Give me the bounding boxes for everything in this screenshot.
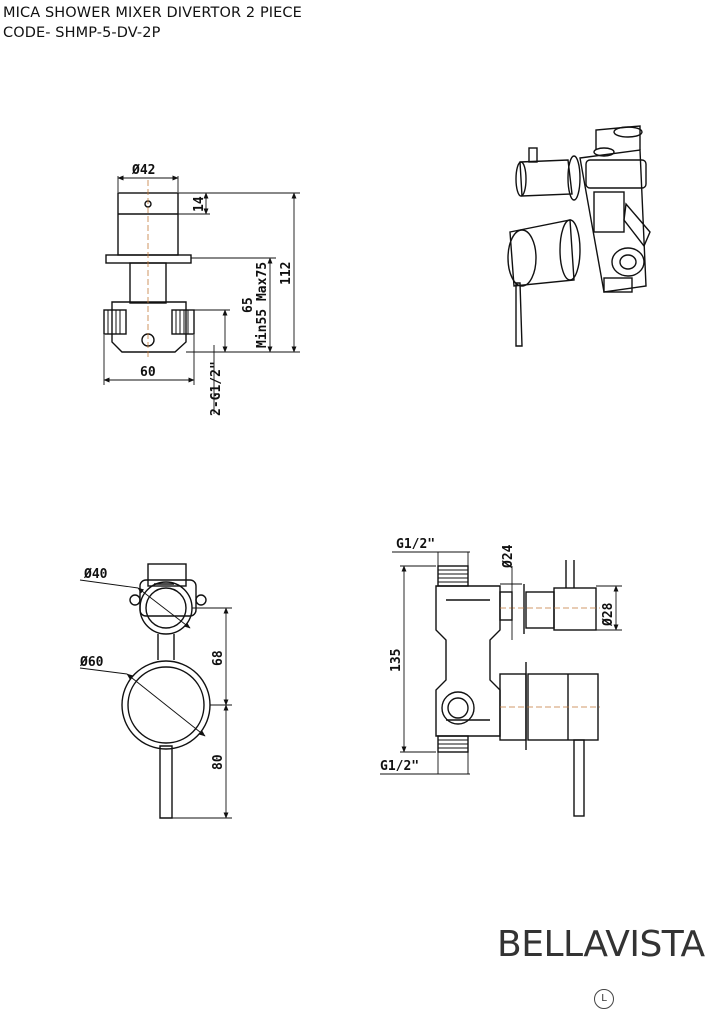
dim-68: 68	[211, 650, 226, 666]
side-valve-body	[111, 301, 187, 353]
dim-80: 80	[211, 754, 226, 770]
dim-65: 65	[241, 297, 256, 313]
profile-thread-top	[437, 565, 469, 587]
dim-14: 14	[192, 196, 207, 212]
product-code: CODE- SHMP-5-DV-2P	[3, 25, 161, 41]
dim-min-max: Min55 Max75	[255, 262, 270, 348]
profile-diverter-knob	[553, 587, 597, 631]
dim-dia-24: Ø24	[501, 544, 516, 569]
brand-mark-icon: L	[594, 989, 614, 1009]
front-upper-bracket	[147, 563, 187, 587]
front-view	[79, 563, 232, 819]
dim-thread-bottom: G1/2"	[380, 759, 419, 774]
side-view	[103, 175, 300, 414]
profile-view	[380, 551, 622, 817]
dim-thread-side: 2-G1/2"	[209, 361, 224, 416]
dim-60: 60	[140, 365, 156, 380]
dim-dia-60: Ø60	[79, 655, 104, 670]
front-lever	[159, 745, 173, 819]
dim-112: 112	[279, 262, 294, 285]
dim-dia-28: Ø28	[601, 602, 616, 627]
dim-135: 135	[389, 649, 404, 672]
brand-logo: BELLAVISTA	[497, 924, 705, 965]
iso-diverter-knob	[519, 159, 573, 197]
iso-mixer-handle	[509, 219, 575, 287]
profile-lever	[573, 739, 585, 817]
title-block: MICA SHOWER MIXER DIVERTOR 2 PIECE CODE-…	[3, 3, 302, 43]
document-title: MICA SHOWER MIXER DIVERTOR 2 PIECE	[3, 5, 302, 21]
isometric-view	[507, 125, 651, 347]
dim-dia-40: Ø40	[83, 567, 108, 582]
dim-dia-42: Ø42	[131, 163, 155, 178]
side-cover-plate	[105, 254, 192, 264]
dim-thread-top: G1/2"	[396, 537, 435, 552]
front-diverter-ring	[139, 581, 193, 635]
profile-valve-body	[435, 585, 501, 737]
iso-lever	[515, 282, 523, 347]
